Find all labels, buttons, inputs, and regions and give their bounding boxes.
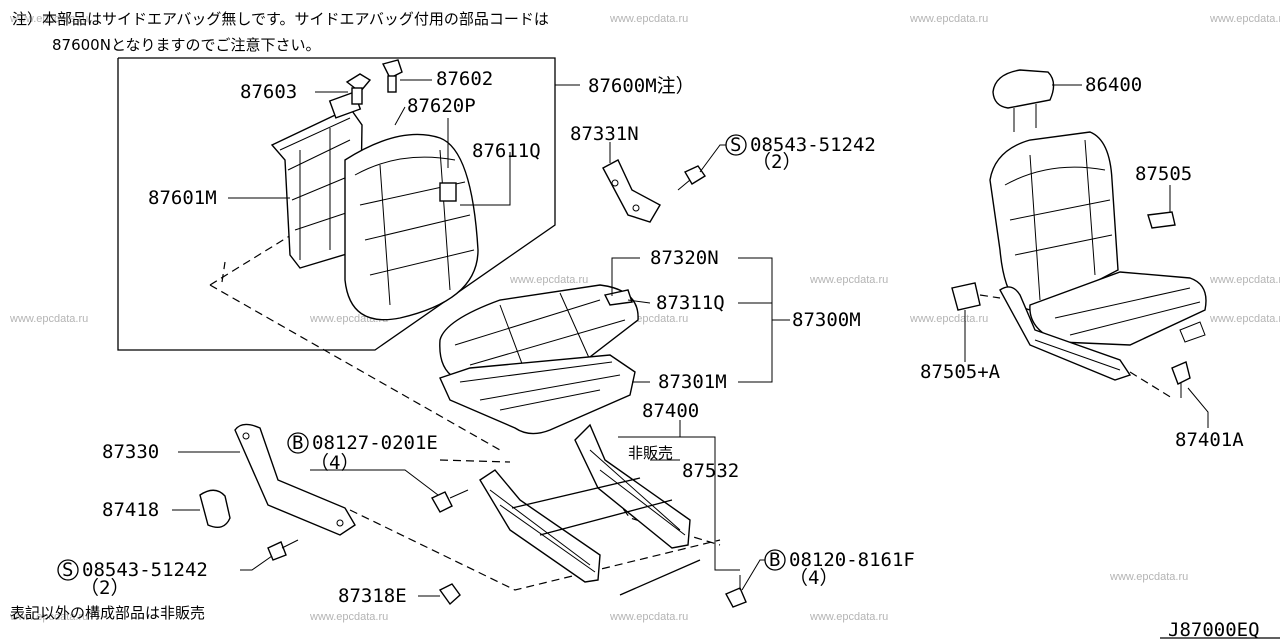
label-87532: 87532	[682, 460, 739, 482]
label-08543-51242-bottom: 08543-51242	[82, 559, 208, 581]
watermark: www.epcdata.ru	[809, 611, 888, 623]
label-08127: 08127-0201E	[312, 432, 438, 454]
seatback-group: 87603 87602 87620P 87600M注） 87611Q 87601…	[117, 57, 695, 451]
headrest	[992, 69, 1055, 109]
watermark: www.epcdata.ru	[609, 13, 688, 25]
watermark: www.epcdata.ru	[1209, 13, 1280, 25]
qty-08127: （4）	[310, 452, 359, 474]
bolt-symbol-icon	[287, 432, 309, 454]
screw-icon	[677, 165, 706, 191]
label-87401a: 87401A	[1175, 429, 1244, 451]
cushion-group: 87320N 87311Q 87300M 87301M	[439, 247, 861, 435]
diagram-code: J87000EQ	[1168, 619, 1260, 640]
side-finisher	[234, 423, 356, 536]
label-86400: 86400	[1085, 74, 1142, 96]
watermark: www.epcdata.ru	[309, 611, 388, 623]
headrest-guide-lock	[381, 59, 403, 93]
symbol-s: S	[730, 134, 741, 156]
qty-08543-top: （2）	[752, 151, 801, 173]
qty-08120: （4）	[789, 567, 838, 589]
label-87505a: 87505+A	[920, 361, 1001, 383]
qty-08543-bottom: （2）	[80, 577, 129, 599]
label-87601m: 87601M	[148, 187, 217, 209]
screw-symbol-icon	[57, 559, 79, 581]
release-rod	[619, 559, 701, 596]
label-87620p: 87620P	[407, 95, 476, 117]
nut-87318e: 87318E	[338, 583, 461, 607]
label-87320n: 87320N	[650, 247, 719, 269]
side-cover-group: S 87331N 08543-51242 （2）	[570, 123, 876, 223]
footer-note: 表記以外の構成部品は非販売	[10, 604, 205, 622]
label-87505: 87505	[1135, 163, 1192, 185]
watermark: www.epcdata.ru	[909, 13, 988, 25]
label-87301m: 87301M	[658, 371, 727, 393]
watermark: www.epcdata.ru	[1209, 274, 1280, 286]
bolt-symbol-icon	[764, 549, 786, 571]
nut-icon	[438, 583, 461, 606]
watermarks: www.epcdata.ru www.epcdata.ru www.epcdat…	[9, 13, 1280, 623]
bolt-08127: B 08127-0201E （4）	[287, 432, 469, 513]
cushion-frame	[439, 354, 636, 435]
bolt-87401a	[1171, 361, 1191, 385]
side-cover	[602, 159, 661, 223]
watermark: www.epcdata.ru	[809, 274, 888, 286]
bolt-08120: B 08120-8161F （4）	[725, 549, 915, 608]
dashed-guide	[221, 261, 226, 283]
clip-87505a	[951, 282, 981, 311]
assembled-rail	[999, 286, 1132, 381]
seat-rail-left	[479, 469, 601, 583]
label-87330: 87330	[102, 441, 159, 463]
watermark: www.epcdata.ru	[609, 611, 688, 623]
symbol-b: B	[292, 432, 303, 454]
screw-symbol-icon	[725, 134, 747, 156]
side-finisher-group: 87330 87418 S 08543-51242 （2）	[57, 423, 356, 599]
label-87400: 87400	[642, 400, 699, 422]
assembled-cushion	[1029, 271, 1207, 346]
label-87318e: 87318E	[338, 585, 407, 607]
label-hihanbai: 非販売	[628, 444, 673, 462]
label-87331n: 87331N	[570, 123, 639, 145]
bolt-icon	[725, 587, 747, 608]
label-08543-51242-top: 08543-51242	[750, 134, 876, 156]
label-87600m: 87600M注）	[588, 75, 695, 97]
clip-87505	[1147, 211, 1176, 229]
dashed-guide	[209, 284, 501, 451]
seatback-frame-box	[117, 57, 556, 351]
label-87602: 87602	[436, 68, 493, 90]
label-08120: 08120-8161F	[789, 549, 915, 571]
bolt-icon	[431, 491, 453, 513]
label-87611q: 87611Q	[472, 140, 541, 162]
label-87311q: 87311Q	[656, 292, 725, 314]
seatback-pad	[344, 133, 479, 321]
seat-adjuster-group: 87400 非販売 87532	[349, 400, 740, 596]
seatback-frame	[270, 91, 363, 269]
watermark: www.epcdata.ru	[1109, 571, 1188, 583]
watermark: www.epcdata.ru	[909, 313, 988, 325]
watermark: www.epcdata.ru	[1209, 313, 1280, 325]
label-87300m: 87300M	[792, 309, 861, 331]
watermark: www.epcdata.ru	[9, 313, 88, 325]
note-line-1: 注）本部品はサイドエアバッグ無しです。サイドエアバッグ付用の部品コードは	[12, 10, 549, 28]
label-87418: 87418	[102, 499, 159, 521]
label-87603: 87603	[240, 81, 297, 103]
knob	[199, 489, 231, 528]
symbol-s-bottom: S	[62, 559, 73, 581]
assembled-seat-group: 86400 87505 87505+A 87401A	[920, 69, 1244, 451]
watermark: www.epcdata.ru	[509, 274, 588, 286]
note-line-2: 87600Nとなりますのでご注意下さい。	[52, 36, 321, 54]
watermark: www.epcdata.ru	[9, 611, 88, 623]
headrest-guide	[345, 73, 372, 105]
watermark: www.epcdata.ru	[9, 13, 88, 25]
screw-icon	[267, 539, 299, 561]
symbol-b-2: B	[769, 549, 780, 571]
